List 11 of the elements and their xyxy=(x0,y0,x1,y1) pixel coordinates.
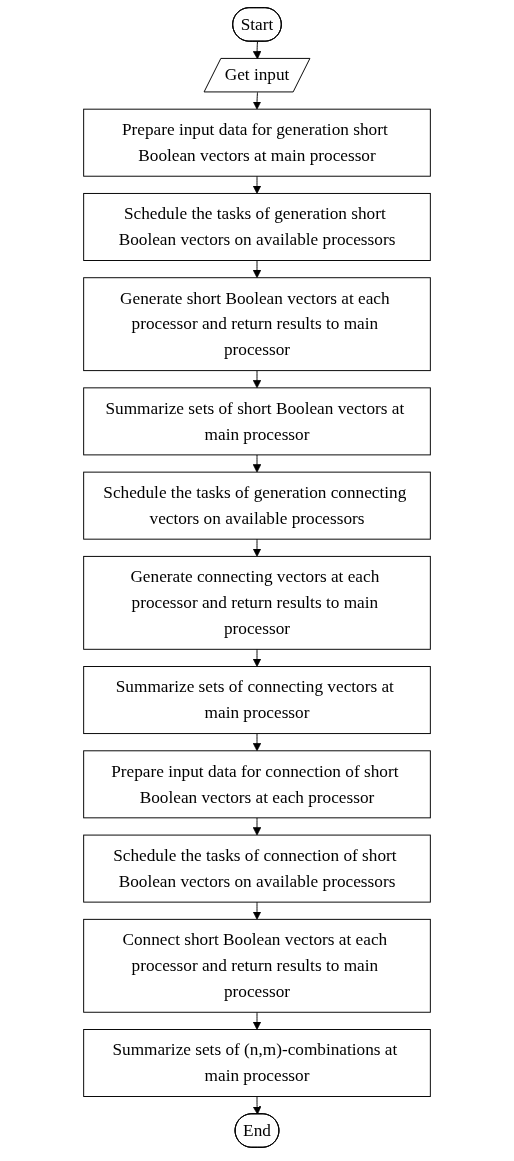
node-box: Summarize sets of (n,m)-combinations at main processor xyxy=(83,1029,431,1097)
node-box: Schedule the tasks of generation short Boolean vectors on available processors xyxy=(83,192,431,261)
node-box: Schedule the tasks of connection of short Boolean vectors on available processors xyxy=(83,834,431,903)
node-box: Generate short Boolean vectors at each processor and return results to main processor xyxy=(83,277,431,372)
node-box: Prepare input data for connection of short Boolean vectors at each processor xyxy=(83,750,431,819)
node-box: Prepare input data for generation short Boolean vectors at main processor xyxy=(83,108,431,177)
node-box: Summarize sets of connecting vectors at main processor xyxy=(83,666,431,735)
node-box: Generate connecting vectors at each processor and return results to main processor xyxy=(83,555,431,650)
node-box: Schedule the tasks of generation connecting vectors on available processors xyxy=(83,471,431,540)
node-box: Summarize sets of short Boolean vectors at main processor xyxy=(83,387,431,456)
node-box: Connect short Boolean vectors at each processor and return results to main processor xyxy=(83,918,431,1013)
